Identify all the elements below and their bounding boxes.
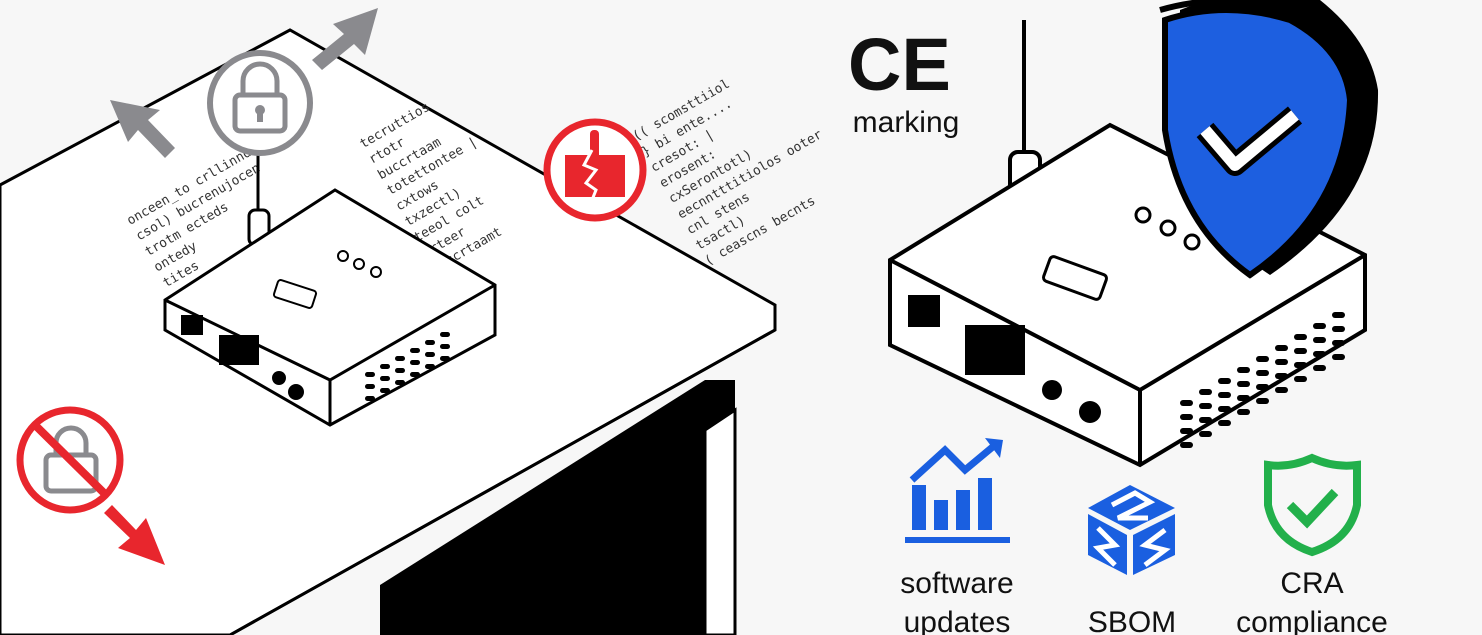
router-left (163, 130, 497, 427)
vent-slot (1332, 354, 1345, 360)
vent-slot (440, 332, 450, 337)
vent-slot (1180, 414, 1193, 420)
vent-slot (380, 388, 390, 393)
vent-slot (1294, 334, 1307, 340)
usb-port (219, 335, 259, 365)
sbom-cube-icon (1088, 485, 1175, 575)
ce-marking-label: marking (853, 106, 960, 139)
vent-slot (425, 364, 435, 369)
broken-shield-icon (543, 118, 647, 222)
vent-slot (1256, 398, 1269, 404)
vent-slot (1180, 442, 1193, 448)
vent-slot (1294, 362, 1307, 368)
vent-slot (1256, 370, 1269, 376)
vent-slot (1180, 400, 1193, 406)
vent-slot (365, 384, 375, 389)
vent-slot (1332, 340, 1345, 346)
port (181, 315, 203, 335)
lock-icon (207, 50, 313, 156)
vent-slot (1256, 356, 1269, 362)
cra-compliance-label: compliance (1236, 606, 1388, 635)
vent-slot (380, 376, 390, 381)
vent-slot (410, 360, 420, 365)
vent-slot (410, 348, 420, 353)
vent-slot (1313, 351, 1326, 357)
vent-slot (1199, 417, 1212, 423)
growth-chart-icon (905, 438, 1010, 543)
check-shield-icon (1264, 453, 1361, 557)
vent-slot (425, 352, 435, 357)
vent-slot (1199, 431, 1212, 437)
vent-slot (1218, 406, 1231, 412)
vent-slot (1199, 389, 1212, 395)
vent-slot (1180, 428, 1193, 434)
vent-slot (1256, 384, 1269, 390)
vent-slot (1332, 326, 1345, 332)
vent-slot (1313, 323, 1326, 329)
vent-slot (1237, 395, 1250, 401)
vent-slot (1237, 381, 1250, 387)
vent-slot (1313, 337, 1326, 343)
vent-slot (395, 356, 405, 361)
vent-slot (1294, 348, 1307, 354)
vent-slot (395, 380, 405, 385)
vent-slot (440, 344, 450, 349)
vent-slot (1218, 392, 1231, 398)
vent-slot (1218, 378, 1231, 384)
vent-slot (425, 340, 435, 345)
led-slot (272, 279, 318, 309)
vent-slot (1199, 403, 1212, 409)
vent-slot (365, 396, 375, 401)
vent-slot (440, 356, 450, 361)
vent-slot (1275, 387, 1288, 393)
no-lock-icon (16, 406, 124, 514)
vent-slot (1275, 345, 1288, 351)
vent-slot (395, 368, 405, 373)
software-updates-label-2: updates (904, 606, 1011, 635)
vent-slot (1332, 312, 1345, 318)
vent-slot (380, 364, 390, 369)
port (908, 295, 940, 327)
vent-slot (1237, 367, 1250, 373)
vent-slot (1275, 373, 1288, 379)
cra-label: CRA (1280, 567, 1343, 600)
vent-slot (1275, 359, 1288, 365)
arrow-down-right-icon (104, 505, 165, 565)
ce-mark: CE (848, 23, 951, 106)
usb-port (965, 325, 1025, 375)
vent-slot (365, 372, 375, 377)
security-shield-icon (1159, 0, 1379, 279)
arrow-up-right-icon (312, 8, 378, 70)
arrow-up-left-icon (110, 100, 175, 158)
vent-slot (1218, 420, 1231, 426)
software-updates-label: software (900, 567, 1013, 600)
vent-slot (1294, 376, 1307, 382)
sbom-label: SBOM (1088, 606, 1176, 635)
vent-slot (1237, 409, 1250, 415)
vent-slot (1313, 365, 1326, 371)
vent-slot (410, 372, 420, 377)
led-slot (1041, 255, 1109, 301)
